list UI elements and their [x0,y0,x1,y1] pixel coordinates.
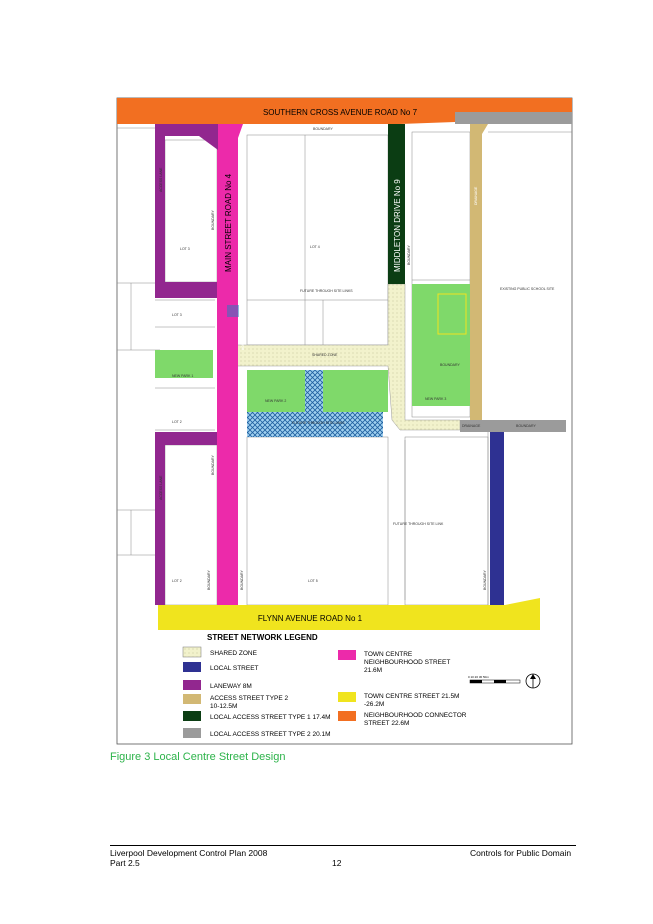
legend-label-local-access-type1: LOCAL ACCESS STREET TYPE 1 17.4M [210,714,331,721]
legend-title: STREET NETWORK LEGEND [207,633,318,642]
legend-swatch-local-access-type1 [183,711,201,721]
label-access-lane-bottom: ACCESS LANE [159,475,163,500]
label-new-park-1: NEW PARK 1 [172,374,193,378]
footer-section: Controls for Public Domain [470,848,572,858]
future-site-links [247,370,383,437]
flynn-avenue [158,598,540,630]
legend-label-nc-2: STREET 22.6M [364,720,409,727]
label-boundary-5: BOUNDARY [207,570,211,590]
legend-swatch-laneway [183,680,201,690]
new-park-1 [155,350,213,378]
legend-label-access-type2-width: 10-12.5M [210,703,237,710]
label-future-links-3: FUTURE THROUGH SITE LINK [393,522,444,526]
footer-page-number: 12 [332,858,342,868]
southern-cross-avenue [117,98,572,124]
label-future-links: FUTURE THROUGH SITE LINKS [300,289,353,293]
legend-swatch-local-street [183,662,201,672]
legend: STREET NETWORK LEGEND SHARED ZONE LOCAL … [182,633,541,738]
laneway-bottom [155,432,217,605]
footer-doc-title: Liverpool Development Control Plan 2008 [110,848,268,858]
label-future-links-2: FUTURE THROUGH SITE LINKS [292,421,345,425]
local-access-type2-mid [460,420,566,432]
legend-label-tcn-1: TOWN CENTRE [364,651,413,658]
label-boundary-3: BOUNDARY [211,455,215,475]
middleton-drive [388,124,405,284]
label-existing-school: EXISTING PUBLIC SCHOOL SITE [500,287,555,291]
figure-caption: Figure 3 Local Centre Street Design [110,751,286,763]
legend-label-local-access-type2: LOCAL ACCESS STREET TYPE 2 20.1M [210,731,331,738]
legend-label-nc-1: NEIGHBOURHOOD CONNECTOR [364,712,467,719]
crossing-marker [227,305,239,317]
street-label-flynn: FLYNN AVENUE ROAD No 1 [258,614,363,623]
legend-label-local-street: LOCAL STREET [210,665,259,672]
local-access-type2-top [455,112,572,124]
label-boundary-1: BOUNDARY [211,210,215,230]
new-park-3 [412,284,470,406]
label-lot5: LOT 5 [308,579,318,583]
label-boundary-grey: BOUNDARY [516,424,536,428]
label-access-lane-top: ACCESS LANE [159,167,163,192]
footer-divider [110,845,576,846]
local-street [490,432,504,605]
legend-label-access-type2: ACCESS STREET TYPE 2 [210,695,289,702]
label-new-park-3: NEW PARK 3 [425,397,446,401]
label-new-park-2: NEW PARK 2 [265,399,286,403]
street-label-middleton: MIDDLETON DRIVE No 9 [393,179,402,272]
laneway-top [155,124,218,298]
scale-bar: 0 10 20 30 50m [468,675,521,684]
access-street-type2 [470,124,488,420]
legend-label-tcn-3: 21.6M [364,667,382,674]
north-arrow-icon [525,673,541,689]
label-boundary-6: BOUNDARY [407,245,411,265]
legend-label-laneway: LANEWAY 8M [210,683,252,690]
street-label-southern-cross: SOUTHERN CROSS AVENUE ROAD No 7 [263,108,418,117]
label-boundary-top: BOUNDARY [313,127,333,131]
legend-swatch-shared-zone [182,646,202,658]
legend-label-shared-zone: SHARED ZONE [210,650,258,657]
label-lot3-top: LOT 3 [180,247,190,251]
label-boundary-4: BOUNDARY [240,570,244,590]
legend-label-tcs-1: TOWN CENTRE STREET 21.5M [364,693,459,700]
street-label-main-street: MAIN STREET ROAD No 4 [224,173,233,272]
label-boundary-2: BOUNDARY [241,330,245,350]
sports-field [437,293,467,335]
label-boundary-7: BOUNDARY [483,570,487,590]
legend-label-tcn-2: NEIGHBOURHOOD STREET [364,659,450,666]
footer-part: Part 2.5 [110,858,140,868]
label-lot2-mid: LOT 2 [172,420,182,424]
scale-labels: 0 10 20 30 50m [468,675,489,679]
legend-swatch-access-type2 [183,694,201,704]
legend-swatch-town-centre-street [338,692,356,702]
label-drainage: DRAINAGE [474,186,478,205]
label-boundary-park3: BOUNDARY [440,363,460,367]
label-drainage-h: DRAINAGE [462,424,481,428]
label-lot4: LOT 4 [310,245,320,249]
label-lot3-mid: LOT 3 [172,313,182,317]
legend-label-tcs-2: -26.2M [364,701,384,708]
label-shared-zone: SHARED ZONE [312,353,338,357]
main-street [217,124,243,605]
legend-swatch-town-centre-neighbourhood [338,650,356,660]
label-lot2-bottom: LOT 2 [172,579,182,583]
legend-swatch-neighbourhood-connector [338,711,356,721]
legend-swatch-local-access-type2 [183,728,201,738]
